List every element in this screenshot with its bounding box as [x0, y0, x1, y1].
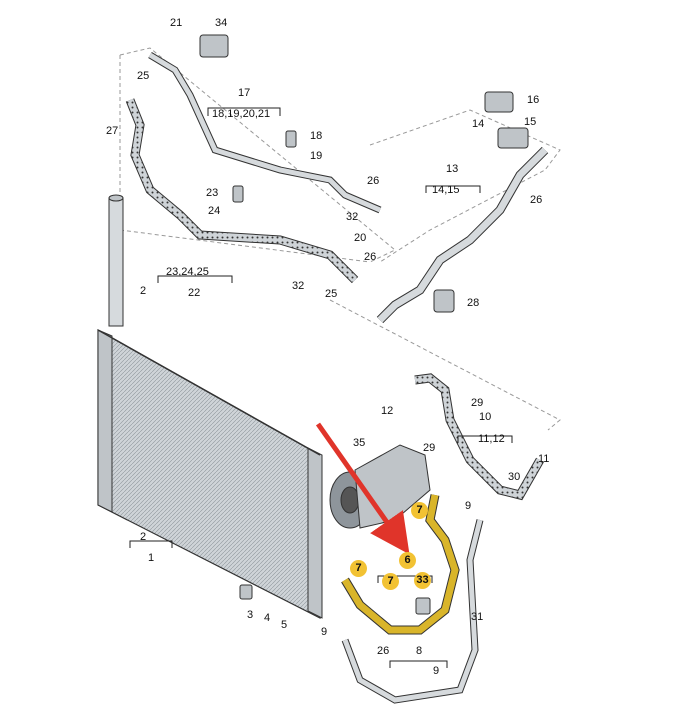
- callout-10-subparts: 11,12: [478, 433, 505, 445]
- valve-block-34: [199, 34, 229, 58]
- hose-6-highlighted: [341, 494, 460, 635]
- callout-31: 31: [471, 611, 484, 623]
- callout-8: 8: [416, 645, 423, 657]
- callout-21: 21: [170, 17, 183, 29]
- callout-32: 32: [346, 211, 359, 223]
- callout-3: 3: [247, 609, 254, 621]
- callout-24: 24: [208, 205, 221, 217]
- callout-11: 11: [538, 453, 550, 465]
- callout-32: 32: [292, 280, 305, 292]
- callout-29: 29: [471, 397, 484, 409]
- callout-18: 18: [310, 130, 323, 142]
- callout-34: 34: [215, 17, 228, 29]
- callout-29: 29: [423, 442, 436, 454]
- callout-20: 20: [354, 232, 367, 244]
- callout-35: 35: [353, 437, 366, 449]
- highlight-callout-7: 7: [411, 502, 428, 519]
- callout-26: 26: [367, 175, 380, 187]
- highlight-callout-7: 7: [382, 573, 399, 590]
- pressure-switch-3: [239, 584, 253, 600]
- callout-14: 14: [472, 118, 485, 130]
- valve-16: [484, 91, 514, 113]
- callout-17: 17: [238, 87, 251, 99]
- pipe-assembly-13: [376, 146, 549, 324]
- pipe-assembly-17: [148, 51, 382, 214]
- pipe-assembly-8: [341, 519, 484, 704]
- callout-12: 12: [381, 405, 394, 417]
- callout-4: 4: [264, 612, 271, 624]
- callout-5: 5: [281, 619, 288, 631]
- callout-1: 1: [148, 552, 155, 564]
- callout-26: 26: [364, 251, 377, 263]
- callout-10: 10: [479, 411, 492, 423]
- bracket-33: [415, 597, 431, 615]
- callout-26: 26: [530, 194, 543, 206]
- callout-27: 27: [106, 125, 119, 137]
- callout-13-subparts: 14,15: [432, 184, 460, 196]
- callout-15: 15: [524, 116, 537, 128]
- highlight-callout-7: 7: [350, 560, 367, 577]
- callout-2: 2: [140, 531, 147, 543]
- receiver-drier-tube: [108, 194, 124, 327]
- pipe-assembly-10: [414, 373, 544, 501]
- callout-16: 16: [527, 94, 540, 106]
- pipe-assembly-22: [125, 98, 359, 284]
- fitting-block: [497, 127, 529, 149]
- highlight-callout-33: 33: [414, 572, 431, 589]
- callout-28: 28: [467, 297, 480, 309]
- callout-13: 13: [446, 163, 459, 175]
- callout-26: 26: [377, 645, 390, 657]
- callout-9: 9: [465, 500, 472, 512]
- callout-19: 19: [310, 150, 323, 162]
- highlight-callout-6: 6: [399, 552, 416, 569]
- callout-25: 25: [325, 288, 338, 300]
- callout-9: 9: [433, 665, 440, 677]
- callout-22: 22: [188, 287, 201, 299]
- callout-2: 2: [140, 285, 147, 297]
- callout-25: 25: [137, 70, 150, 82]
- condenser: [97, 328, 323, 619]
- valve-23: [232, 185, 244, 203]
- callout-23: 23: [206, 187, 219, 199]
- callout-9: 9: [321, 626, 328, 638]
- callout-22-subparts: 23,24,25: [166, 266, 209, 278]
- group-brackets: [129, 107, 513, 668]
- callout-17-subparts: 18,19,20,21: [212, 108, 271, 120]
- callout-30: 30: [508, 471, 521, 483]
- pointer-arrow: [315, 422, 410, 555]
- small-parts: [199, 34, 529, 615]
- valve-18: [285, 130, 297, 148]
- bracket-28: [433, 289, 455, 313]
